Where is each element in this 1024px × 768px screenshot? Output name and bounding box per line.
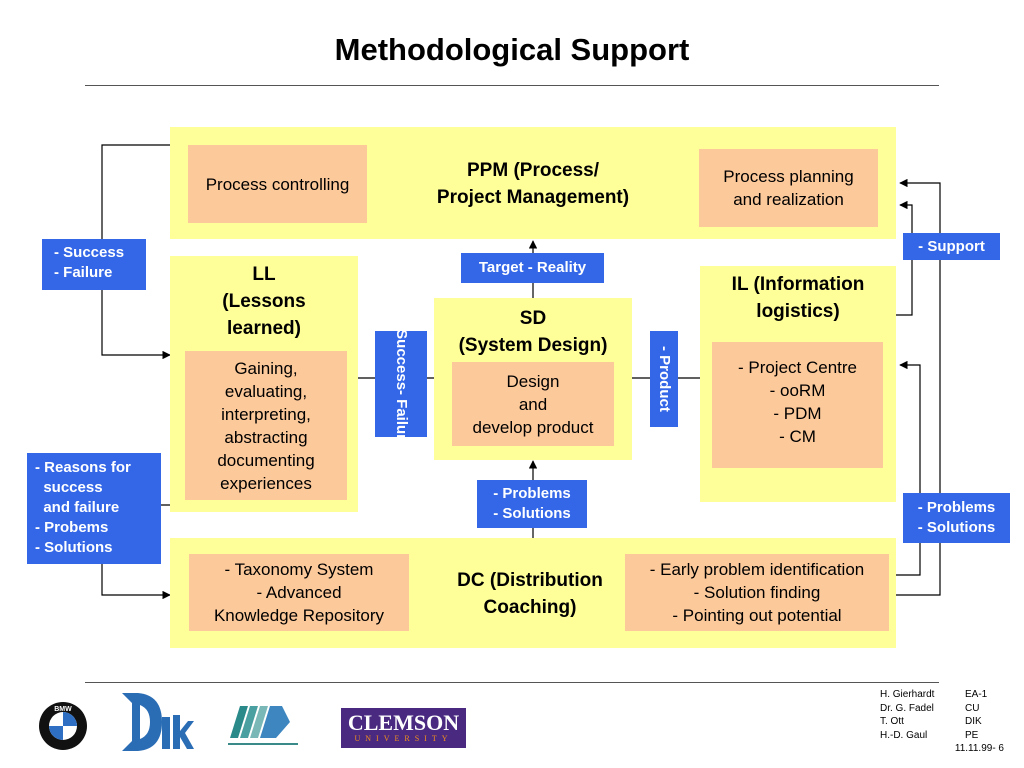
- process-controlling-box: Process controlling: [188, 145, 367, 223]
- bmw-logo: BMW: [39, 702, 87, 750]
- page-number: 11.11.99- 6: [954, 743, 1004, 754]
- success-failure-vertical-label: - Success - Failure: [375, 320, 427, 448]
- sd-heading: SD (System Design): [458, 308, 608, 356]
- stripe-logo: [228, 706, 298, 745]
- il-box: - Project Centre - ooRM - PDM - CM: [712, 342, 883, 468]
- title-divider: [85, 85, 939, 86]
- ll-box: Gaining, evaluating, interpreting, abstr…: [185, 351, 347, 500]
- clemson-logo-text: CLEMSON: [347, 710, 460, 735]
- product-vertical-label: - Product: [650, 331, 678, 427]
- dc-right-box: - Early problem identification - Solutio…: [625, 554, 889, 631]
- clemson-logo-subtext: UNIVERSITY: [354, 734, 453, 743]
- dc-heading: DC (Distribution Coaching): [457, 570, 603, 618]
- page-title: Methodological Support: [334, 32, 690, 67]
- reasons-label: - Reasons for success and failure - Prob…: [27, 453, 161, 564]
- credits-codes: EA-1 CU DIK PE: [965, 689, 988, 741]
- process-planning-box: Process planning and realization: [699, 149, 878, 227]
- sd-box: Design and develop product: [452, 362, 614, 446]
- target-reality-label: Target - Reality: [461, 253, 604, 283]
- line-dc-il: [895, 360, 921, 576]
- credits-names: H. Gierhardt Dr. G. Fadel T. Ott H.-D. G…: [880, 689, 935, 741]
- line-il-ppm: [895, 200, 913, 316]
- problems-solutions-center-label: - Problems - Solutions: [477, 480, 587, 528]
- ll-heading: LL (Lessons learned): [222, 264, 306, 339]
- dik-logo: [122, 693, 194, 751]
- support-label: - Support: [903, 233, 1000, 260]
- success-failure-label: - Success - Failure: [42, 239, 146, 290]
- ppm-heading: PPM (Process/ Project Management): [436, 160, 630, 208]
- line-right-outer: [895, 178, 941, 596]
- footer-divider: [85, 682, 939, 683]
- problems-solutions-right-label: - Problems - Solutions: [903, 493, 1010, 543]
- il-heading: IL (Information logistics): [731, 274, 865, 322]
- clemson-logo: CLEMSON UNIVERSITY: [341, 708, 466, 748]
- bmw-logo-text: BMW: [54, 706, 72, 713]
- dc-left-box: - Taxonomy System - Advanced Knowledge R…: [189, 554, 409, 631]
